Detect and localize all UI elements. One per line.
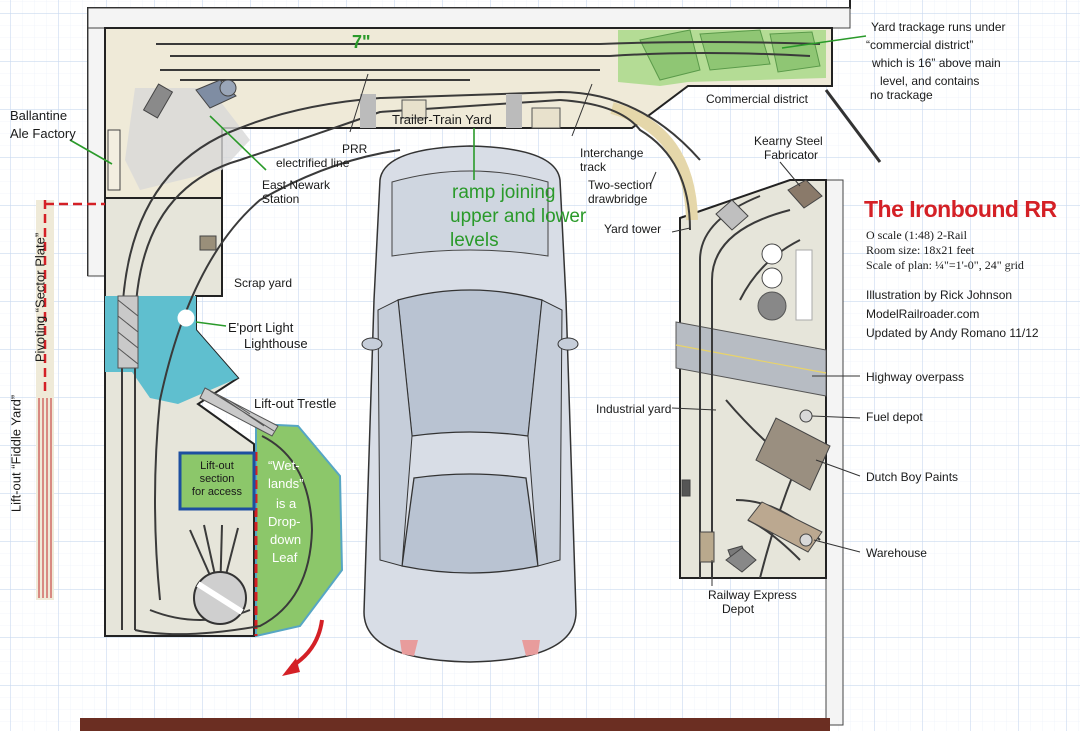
drawbridge-label-2: drawbridge xyxy=(588,192,648,206)
leader-lines xyxy=(69,35,867,327)
door-swing xyxy=(824,89,882,163)
yard-note-line-4: level, and contains xyxy=(880,74,980,88)
rea-label-2: Depot xyxy=(722,602,755,616)
ballantine-building xyxy=(107,129,121,191)
ballantine-label-1: Ballantine xyxy=(10,108,68,123)
yard-note-line-1: Yard trackage runs under xyxy=(871,20,1006,34)
lighthouse-label-2: Lighthouse xyxy=(244,336,308,351)
kearny-label-1: Kearny Steel xyxy=(754,134,823,148)
structures xyxy=(107,79,831,573)
rea-label-1: Railway Express xyxy=(708,588,797,602)
fuel-depot-label: Fuel depot xyxy=(866,410,923,424)
kearny-label-2: Fabricator xyxy=(764,148,819,162)
trailer-train-label: Trailer-Train Yard xyxy=(392,112,492,127)
yard-note-line-3: which is 16” above main xyxy=(872,56,1001,70)
fiddle-yard-label: Lift-out “Fiddle Yard” xyxy=(8,394,24,513)
spec-room: Room size: 18x21 feet xyxy=(866,243,975,257)
spec-update: Updated by Andy Romano 11/12 xyxy=(866,326,1039,340)
spec-plan-scale: Scale of plan: ¼"=1'-0", 24" grid xyxy=(866,258,1024,272)
wetlands-label-1: “Wet- xyxy=(268,458,300,473)
turntable xyxy=(189,524,247,625)
wetlands-label-3: is a xyxy=(276,496,297,511)
trailer-train-yard xyxy=(360,94,561,129)
lighthouse-label-1: E'port Light xyxy=(228,320,294,335)
wetlands-label-6: Leaf xyxy=(272,550,298,565)
warehouse-label: Warehouse xyxy=(866,546,927,560)
spec-site: ModelRailroader.com xyxy=(866,307,980,321)
spec-scale: O scale (1:48) 2-Rail xyxy=(866,228,967,242)
yard-note-line-2: “commercial district” xyxy=(866,38,974,52)
lift-trestle-label: Lift-out Trestle xyxy=(254,396,337,411)
commercial-label: Commercial district xyxy=(706,92,809,106)
fiddle-yard xyxy=(36,200,105,600)
scrap-yard-label: Scrap yard xyxy=(234,276,293,290)
spec-illustration: Illustration by Rick Johnson xyxy=(866,288,1013,302)
yard-tower-label: Yard tower xyxy=(604,222,662,236)
drop-down-arrow xyxy=(282,619,324,676)
lift-out-trestle xyxy=(199,387,279,437)
lift-section-label-1: Lift-out xyxy=(200,460,234,472)
ramp-label-2: upper and lower xyxy=(450,206,587,227)
yard-note-line-5: no trackage xyxy=(870,88,933,102)
drawbridge-label-1: Two-section xyxy=(588,178,653,192)
prr-label-1: PRR xyxy=(342,142,368,156)
east-newark-label-2: Station xyxy=(262,192,300,206)
seven-inch-label: 7" xyxy=(352,32,371,52)
plan-title: The Ironbound RR xyxy=(864,196,1057,222)
ballantine-label-2: Ale Factory xyxy=(10,126,76,141)
dutch-boy-label: Dutch Boy Paints xyxy=(866,470,959,484)
interchange-label-1: Interchange xyxy=(580,146,644,160)
lift-out-section-box xyxy=(178,451,256,511)
east-newark-label-1: East Newark xyxy=(262,178,331,192)
lift-section-label-2: section xyxy=(199,473,235,485)
highway-label: Highway overpass xyxy=(866,370,965,384)
wetlands-label-4: Drop- xyxy=(268,514,301,529)
lift-section-label-3: for access xyxy=(191,486,243,498)
wetlands-label-5: down xyxy=(270,532,302,547)
ramp-label-3: levels xyxy=(450,230,499,251)
interchange-label-2: track xyxy=(580,160,607,174)
wetlands-label-2: lands” xyxy=(268,476,304,491)
left-trestle xyxy=(117,295,139,369)
car xyxy=(361,145,579,663)
ramp-label-1: ramp joining xyxy=(452,182,556,203)
sector-plate-label: Pivoting “Sector Plate” xyxy=(32,232,48,363)
interchange-ramp xyxy=(610,102,698,221)
industrial-yard-label: Industrial yard xyxy=(596,402,672,416)
prr-label-2: electrified line xyxy=(276,156,350,170)
callout-lines xyxy=(349,73,861,586)
